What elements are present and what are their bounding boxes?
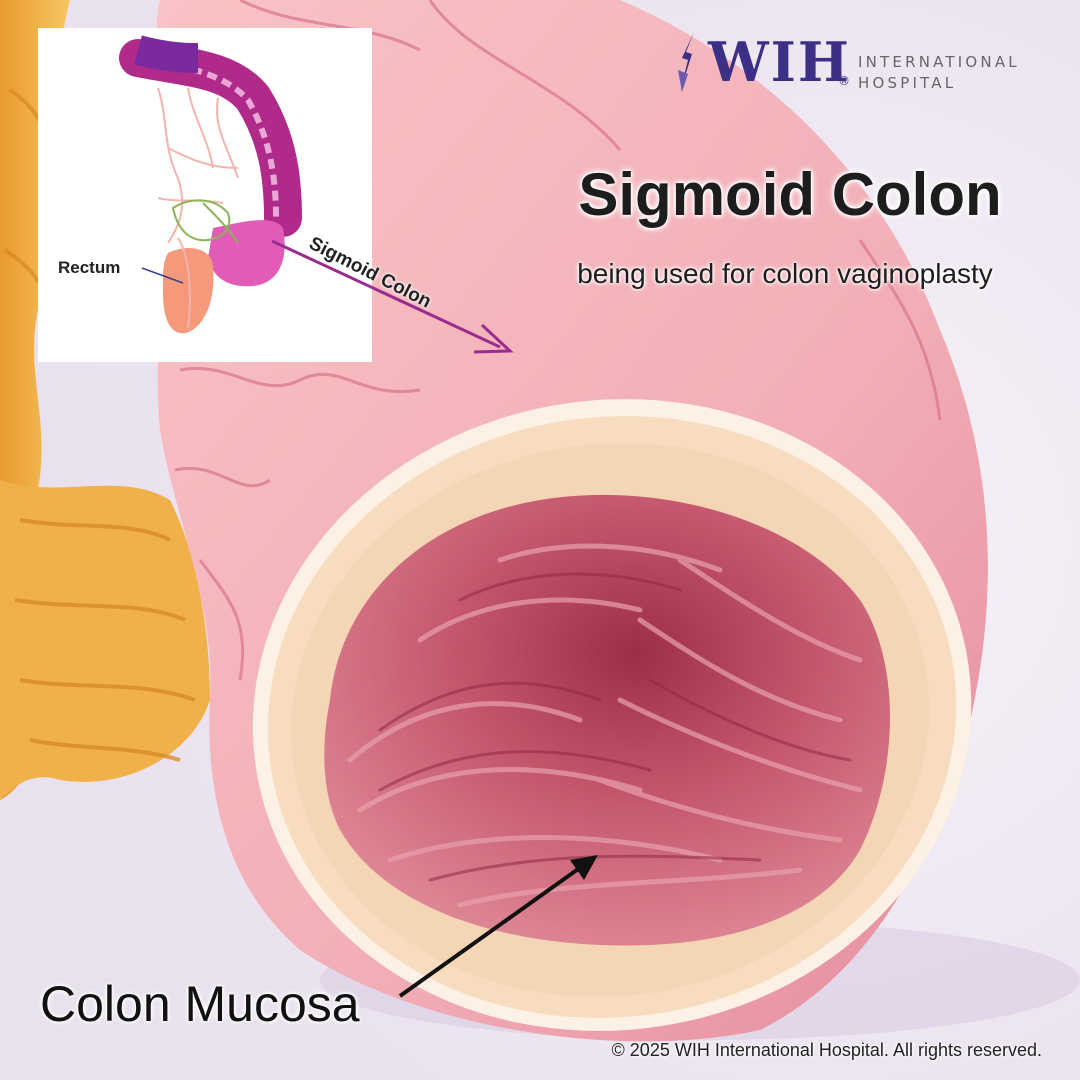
inset-diagram: Rectum xyxy=(38,28,372,362)
mucosa-arrow-head xyxy=(570,855,598,880)
colon-mucosa xyxy=(324,494,890,946)
logo-line-international: INTERNATIONAL xyxy=(858,53,1020,71)
rectum-label: Rectum xyxy=(58,258,121,277)
inset-rectum xyxy=(162,248,214,334)
logo-registered-mark: ® xyxy=(838,74,850,88)
logo-line-hospital: HOSPITAL xyxy=(858,74,957,92)
page-subtitle: being used for colon vaginoplasty xyxy=(577,258,993,289)
mucosa-arrow xyxy=(398,860,590,998)
wih-logo: WIH ® INTERNATIONAL HOSPITAL xyxy=(668,30,1058,102)
wih-logo-mark-icon xyxy=(678,32,694,92)
inset-colon-diagram xyxy=(119,35,302,334)
logo-subtitle: INTERNATIONAL HOSPITAL xyxy=(858,52,1020,94)
copyright-notice: © 2025 WIH International Hospital. All r… xyxy=(611,1040,1042,1060)
inset-sigmoid-segment xyxy=(208,220,285,287)
colon-mucosa-label: Colon Mucosa xyxy=(40,976,360,1032)
logo-wordmark: WIH xyxy=(708,30,851,94)
page-title: Sigmoid Colon xyxy=(578,161,1002,228)
inset-descending-colon xyxy=(119,39,302,237)
